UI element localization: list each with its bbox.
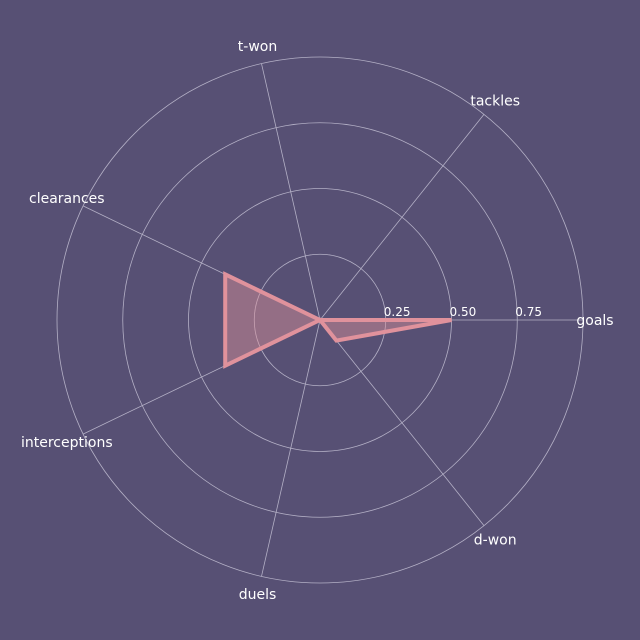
radial-tick-labels: 0.25 0.50 0.75: [384, 305, 542, 319]
axis-label-clearances: clearances: [29, 191, 105, 207]
tick-label-3: 0.75: [515, 305, 542, 319]
spoke-tackles: [319, 114, 485, 321]
spoke-duels: [261, 319, 321, 577]
axis-label-goals: goals: [576, 313, 613, 329]
series-0-area: [223, 271, 452, 369]
axis-labels: goals tackles t-won clearances interceptions…: [21, 39, 614, 603]
axis-label-d-won: d-won: [474, 533, 517, 549]
axis-label-duels: duels: [239, 587, 277, 603]
axis-label-t-won: t-won: [238, 39, 277, 55]
spoke-t-won: [261, 63, 321, 321]
axis-label-interceptions: interceptions: [21, 435, 113, 451]
axis-label-tackles: tackles: [470, 93, 520, 109]
tick-label-1: 0.25: [384, 305, 411, 319]
series-layer: [223, 271, 452, 369]
spoke-d-won: [319, 319, 485, 526]
tick-label-2: 0.50: [450, 305, 477, 319]
